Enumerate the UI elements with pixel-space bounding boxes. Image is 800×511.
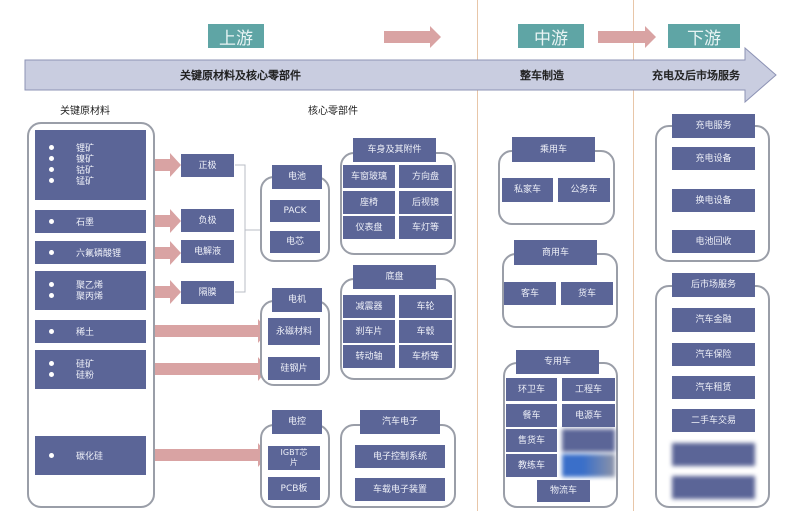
aftermarket-item: 汽车金融	[672, 308, 755, 332]
special-item: 教练车	[506, 454, 557, 477]
stage-upstream: 上游	[208, 24, 264, 49]
battery-item: 电芯	[270, 231, 320, 253]
flow-arrow	[147, 280, 181, 304]
commercial-header: 商用车	[514, 240, 597, 265]
passenger-header: 乘用车	[512, 137, 595, 162]
raw-material-group: 稀土	[35, 320, 146, 343]
raw-material-item: 钴矿	[76, 166, 95, 176]
flow-arrow	[147, 319, 268, 343]
core-parts-heading: 核心零部件	[308, 106, 358, 117]
raw-material-group: 六氟磷酸锂	[35, 241, 146, 264]
electronics-item: 车载电子装置	[355, 478, 445, 501]
charging-item: 充电设备	[672, 147, 755, 170]
raw-material-item: 锂矿	[76, 144, 95, 154]
chassis-header: 底盘	[353, 265, 436, 289]
chassis-item: 转动轴	[343, 345, 395, 368]
special-item-blurred	[562, 454, 615, 477]
ecu-item: IGBT芯片	[268, 446, 320, 470]
raw-material-item: 稀土	[76, 328, 95, 338]
aftermarket-header: 后市场服务	[672, 273, 755, 297]
raw-material-item: 碳化硅	[76, 452, 104, 462]
body-item: 车灯等	[399, 216, 452, 239]
raw-material-item: 硅矿	[76, 360, 95, 370]
commercial-item: 客车	[504, 282, 556, 305]
electronics-item: 电子控制系统	[355, 445, 445, 468]
cathode-box: 正极	[181, 154, 234, 177]
main-flow-arrow	[24, 46, 777, 104]
upstream-label: 关键原材料及核心零部件	[180, 69, 301, 82]
special-header: 专用车	[516, 350, 599, 374]
chassis-item: 刹车片	[343, 320, 395, 343]
flow-arrow	[147, 443, 268, 467]
raw-material-group: 碳化硅	[35, 436, 146, 475]
flow-arrow	[147, 209, 181, 233]
downstream-label: 充电及后市场服务	[652, 69, 740, 82]
flow-arrow	[147, 153, 181, 177]
ecu-item: PCB板	[268, 477, 320, 500]
special-item: 环卫车	[506, 378, 557, 401]
body-item: 后视镜	[399, 191, 452, 214]
body-item: 车窗玻璃	[343, 165, 395, 188]
raw-material-item: 石墨	[76, 218, 95, 228]
stage-arrow	[598, 26, 656, 48]
chassis-item: 减震器	[343, 295, 395, 318]
aftermarket-item-blurred	[672, 443, 755, 466]
passenger-item: 私家车	[502, 178, 553, 202]
anode-box: 负极	[181, 209, 234, 232]
special-item: 电源车	[562, 404, 615, 427]
motor-item: 硅钢片	[268, 357, 320, 380]
charging-item: 电池回收	[672, 230, 755, 253]
raw-material-item: 六氟磷酸锂	[76, 249, 122, 259]
special-item: 工程车	[562, 378, 615, 401]
aftermarket-item: 二手车交易	[672, 409, 755, 432]
special-item-blurred	[562, 429, 615, 452]
divider-line	[477, 0, 478, 511]
stage-midstream: 中游	[518, 24, 584, 49]
aftermarket-item-blurred	[672, 476, 755, 499]
motor-item: 永磁材料	[268, 318, 320, 345]
raw-materials-heading: 关键原材料	[60, 106, 110, 117]
raw-material-item: 锰矿	[76, 177, 95, 187]
separator-box: 隔膜	[181, 281, 234, 304]
body-item: 方向盘	[399, 165, 452, 188]
bracket-line	[235, 164, 260, 293]
electrolyte-box: 电解液	[181, 240, 234, 263]
battery-header: 电池	[272, 165, 322, 189]
aftermarket-item: 汽车租赁	[672, 376, 755, 399]
chassis-item: 车轮	[399, 295, 452, 318]
motor-header: 电机	[272, 288, 322, 312]
body-item: 座椅	[343, 191, 395, 214]
raw-material-group: 锂矿 镍矿 钴矿 锰矿	[35, 130, 146, 200]
battery-item: PACK	[270, 200, 320, 222]
body-header: 车身及其附件	[353, 138, 436, 162]
chassis-item: 车毂	[399, 320, 452, 343]
charging-item: 换电设备	[672, 189, 755, 212]
raw-material-item: 聚乙烯	[76, 281, 104, 291]
commercial-item: 货车	[561, 282, 613, 305]
raw-material-group: 石墨	[35, 210, 146, 233]
raw-material-item: 硅粉	[76, 371, 95, 381]
stage-downstream: 下游	[668, 24, 740, 49]
passenger-item: 公务车	[558, 178, 610, 202]
divider-line	[633, 0, 634, 511]
ecu-header: 电控	[272, 410, 322, 434]
body-item: 仪表盘	[343, 216, 395, 239]
electronics-header: 汽车电子	[360, 410, 440, 434]
raw-material-group: 聚乙烯 聚丙烯	[35, 271, 146, 310]
chassis-item: 车桥等	[399, 345, 452, 368]
raw-material-item: 聚丙烯	[76, 292, 104, 302]
special-item: 物流车	[537, 480, 590, 502]
special-item: 售货车	[506, 429, 557, 452]
raw-material-group: 硅矿 硅粉	[35, 350, 146, 389]
special-item: 餐车	[506, 404, 557, 427]
midstream-label: 整车制造	[520, 69, 564, 82]
aftermarket-item: 汽车保险	[672, 343, 755, 366]
flow-arrow	[147, 357, 268, 381]
charging-header: 充电服务	[672, 114, 755, 138]
flow-arrow	[147, 241, 181, 265]
stage-arrow	[384, 26, 441, 48]
raw-material-item: 镍矿	[76, 155, 95, 165]
